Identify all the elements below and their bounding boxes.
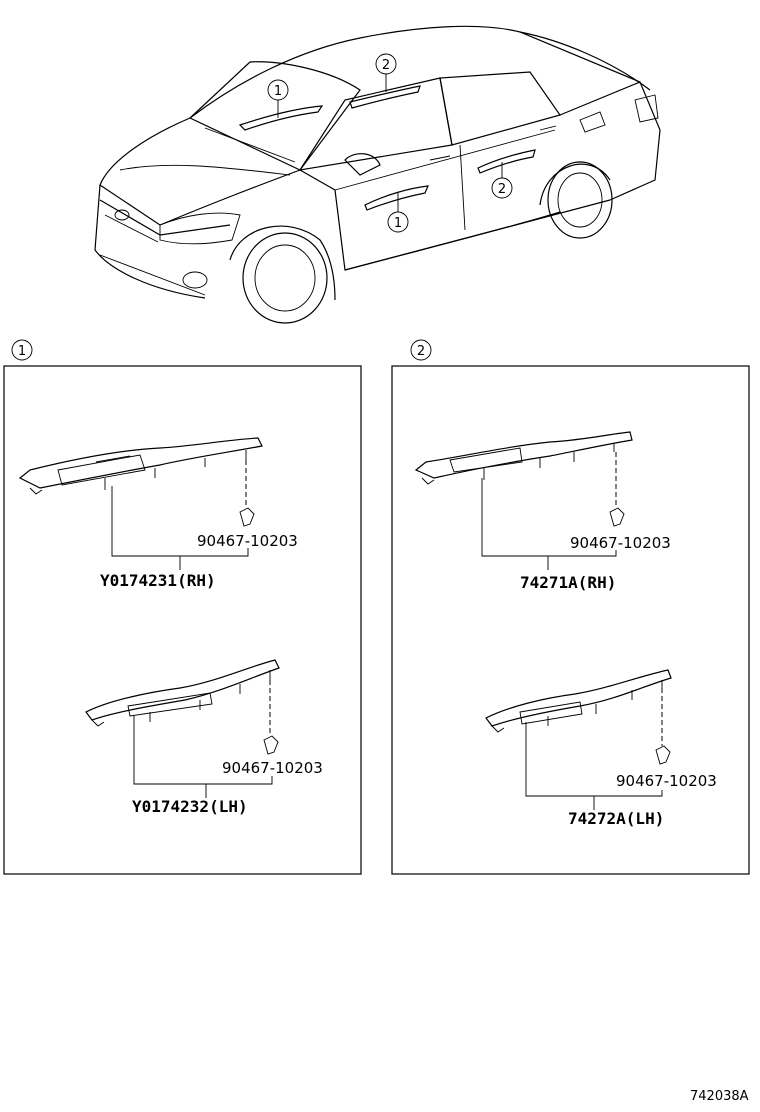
group-2-panel xyxy=(391,365,750,875)
group-2-rh-clip-icon xyxy=(609,507,625,527)
group-1-callout xyxy=(11,339,33,361)
group-1-callout-text: 1 xyxy=(18,344,26,359)
car-callout-1-door xyxy=(387,211,409,233)
car-callout-2-door-text: 2 xyxy=(498,182,506,197)
car-callout-1-door-text: 1 xyxy=(394,216,402,231)
diagram-id: 742038A xyxy=(690,1089,749,1104)
group-2-rh-armrest-drawing xyxy=(414,431,633,485)
car-callout-1-top xyxy=(267,79,289,101)
group-2-lh-clip-icon xyxy=(655,745,671,765)
group-2-lh-armrest-drawing xyxy=(485,669,672,733)
car-callout-2-door xyxy=(491,177,513,199)
group-2-rh-part-number: 74271A(RH) xyxy=(520,573,616,592)
car-illustration: 1 2 1 2 xyxy=(94,25,661,324)
group-1-lh-clip-icon xyxy=(263,735,279,755)
group-2-lh-clip-label: 90467-10203 xyxy=(616,772,717,790)
group-1-panel xyxy=(3,365,362,875)
group-2-rh-clip-label: 90467-10203 xyxy=(570,534,671,552)
group-1-rh-clip-icon xyxy=(239,507,255,527)
group-2-lh-part-number: 74272A(LH) xyxy=(568,809,664,828)
car-callout-2-top-text: 2 xyxy=(382,58,390,73)
group-1-lh-armrest-drawing xyxy=(85,659,280,727)
group-1-rh-clip-label: 90467-10203 xyxy=(197,532,298,550)
group-1-rh-armrest-drawing xyxy=(18,437,263,495)
group-1-lh-part-number: Y0174232(LH) xyxy=(132,797,248,816)
group-2-callout-text: 2 xyxy=(417,344,425,359)
group-1-lh-clip-label: 90467-10203 xyxy=(222,759,323,777)
group-2-callout xyxy=(410,339,432,361)
car-callout-2-top xyxy=(375,53,397,75)
car-callout-1-top-text: 1 xyxy=(274,84,282,99)
group-1-rh-part-number: Y0174231(RH) xyxy=(100,571,216,590)
